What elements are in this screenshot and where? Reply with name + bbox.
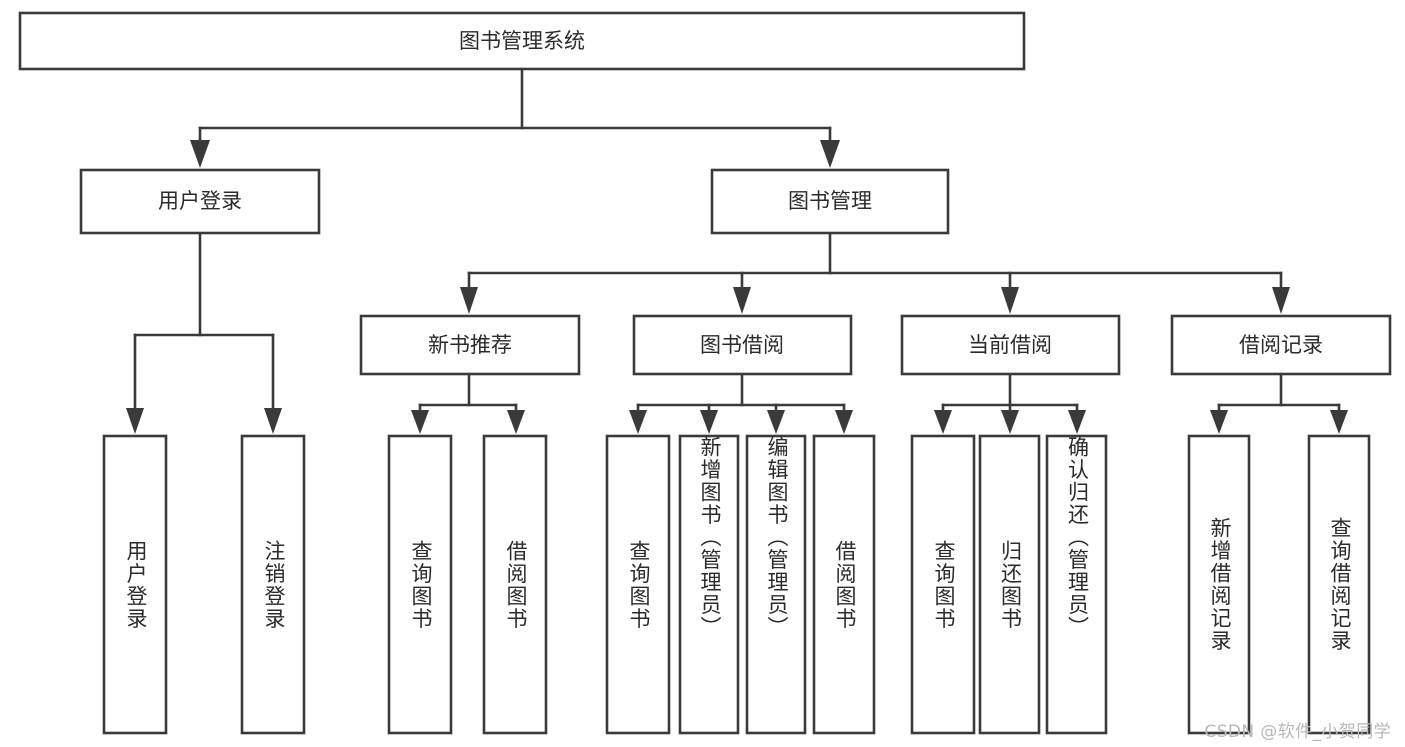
node-borrow-record[interactable] — [1170, 314, 1392, 376]
arrowhead-borrow-record — [1272, 287, 1290, 314]
node-leaf-logout[interactable] — [240, 434, 306, 735]
leaf-text-query-book-current: 查询图书 — [931, 539, 956, 630]
node-layer: 图书管理系统 用户登录 图书管理 新书推荐 图书借阅 当前借阅 借阅记录 — [18, 11, 1392, 735]
leaf-text-borrow-book-new: 借阅图书 — [503, 539, 528, 630]
leaf-label-query-book-new: 查询图书 — [389, 436, 451, 733]
node-leaf-query-borrow-record[interactable] — [1307, 434, 1371, 735]
arrowhead-leaf-query-book-1 — [411, 410, 429, 434]
arrowhead-current-borrow — [1001, 287, 1019, 314]
leaf-text-edit-book-admin: 编辑图书（管理员） — [764, 436, 789, 639]
leaf-text-return-book: 归还图书 — [998, 539, 1023, 630]
node-leaf-query-book-current[interactable] — [910, 434, 976, 735]
leaf-label-borrow-book-new: 借阅图书 — [484, 436, 546, 733]
node-root-system-label: 图书管理系统 — [459, 29, 585, 53]
arrowhead-leaf-query-book-3 — [934, 410, 952, 434]
arrowhead-leaf-borrow-book-1 — [507, 410, 525, 434]
node-leaf-user-login[interactable] — [102, 434, 168, 735]
node-leaf-borrow-book-new[interactable] — [482, 434, 548, 735]
node-book-borrow-label: 图书借阅 — [700, 333, 784, 357]
leaf-label-edit-book-admin: 编辑图书（管理员） — [747, 436, 805, 733]
node-book-management[interactable] — [710, 168, 950, 235]
arrowhead-leaf-query-book-2 — [629, 410, 647, 434]
arrowhead-new-book-rec — [460, 287, 478, 314]
node-root-system[interactable] — [18, 11, 1026, 71]
leaf-label-borrow-book: 借阅图书 — [814, 436, 874, 733]
node-new-book-recommend-label: 新书推荐 — [428, 333, 512, 357]
node-leaf-borrow-book[interactable] — [812, 434, 876, 735]
node-book-borrow[interactable] — [632, 314, 853, 376]
connector-layer — [126, 67, 1348, 434]
arrowhead-leaf-logout — [264, 408, 282, 434]
arrowhead-leaf-return-book — [1001, 410, 1019, 434]
leaf-label-logout: 注销登录 — [242, 436, 304, 733]
leaf-text-query-borrow-record: 查询借阅记录 — [1327, 517, 1352, 652]
arrowhead-leaf-edit-book — [767, 410, 785, 434]
arrowhead-book-mgmt — [820, 140, 840, 168]
node-new-book-recommend[interactable] — [359, 314, 581, 376]
leaf-label-query-borrow-record: 查询借阅记录 — [1309, 436, 1369, 733]
node-user-login[interactable] — [79, 168, 321, 235]
arrowhead-leaf-add-book — [700, 410, 718, 434]
leaf-label-query-book-borrow: 查询图书 — [607, 436, 669, 733]
leaf-text-add-borrow-record: 新增借阅记录 — [1207, 517, 1232, 652]
node-leaf-edit-book-admin[interactable] — [745, 434, 807, 735]
node-leaf-add-book-admin[interactable] — [678, 434, 740, 735]
node-current-borrow[interactable] — [900, 314, 1121, 376]
leaf-text-confirm-return-admin: 确认归还（管理员） — [1065, 436, 1090, 639]
leaf-text-logout: 注销登录 — [261, 539, 286, 630]
node-leaf-return-book[interactable] — [978, 434, 1041, 735]
node-leaf-query-book-borrow[interactable] — [605, 434, 671, 735]
leaf-text-query-book-borrow: 查询图书 — [626, 539, 651, 630]
arrowhead-leaf-query-record — [1330, 410, 1348, 434]
arrowhead-book-borrow — [733, 287, 751, 314]
node-leaf-query-book-new[interactable] — [387, 434, 453, 735]
node-current-borrow-label: 当前借阅 — [968, 333, 1052, 357]
arrowhead-leaf-add-record — [1210, 410, 1228, 434]
leaf-text-user-login: 用户登录 — [123, 539, 148, 630]
arrowhead-leaf-user-login — [126, 408, 144, 434]
arrowhead-user-login — [190, 140, 210, 168]
arrowhead-leaf-confirm-return — [1068, 410, 1086, 434]
leaf-label-add-borrow-record: 新增借阅记录 — [1189, 436, 1249, 733]
leaf-label-confirm-return-admin: 确认归还（管理员） — [1047, 436, 1106, 733]
node-borrow-record-label: 借阅记录 — [1239, 333, 1323, 357]
leaf-label-return-book: 归还图书 — [980, 436, 1039, 733]
leaf-text-query-book-new: 查询图书 — [408, 539, 433, 630]
leaf-label-user-login: 用户登录 — [104, 436, 166, 733]
leaf-text-borrow-book: 借阅图书 — [832, 539, 857, 630]
csdn-watermark: CSDN @软件_小贺同学 — [1204, 722, 1391, 742]
leaf-label-query-book-current: 查询图书 — [912, 436, 974, 733]
node-user-login-label: 用户登录 — [158, 189, 242, 213]
node-leaf-add-borrow-record[interactable] — [1187, 434, 1251, 735]
leaf-label-add-book-admin: 新增图书（管理员） — [680, 436, 738, 733]
leaf-text-add-book-admin: 新增图书（管理员） — [697, 436, 722, 639]
node-book-management-label: 图书管理 — [788, 189, 872, 213]
node-leaf-confirm-return-admin[interactable] — [1045, 434, 1108, 735]
arrowhead-leaf-borrow-book-2 — [835, 410, 853, 434]
